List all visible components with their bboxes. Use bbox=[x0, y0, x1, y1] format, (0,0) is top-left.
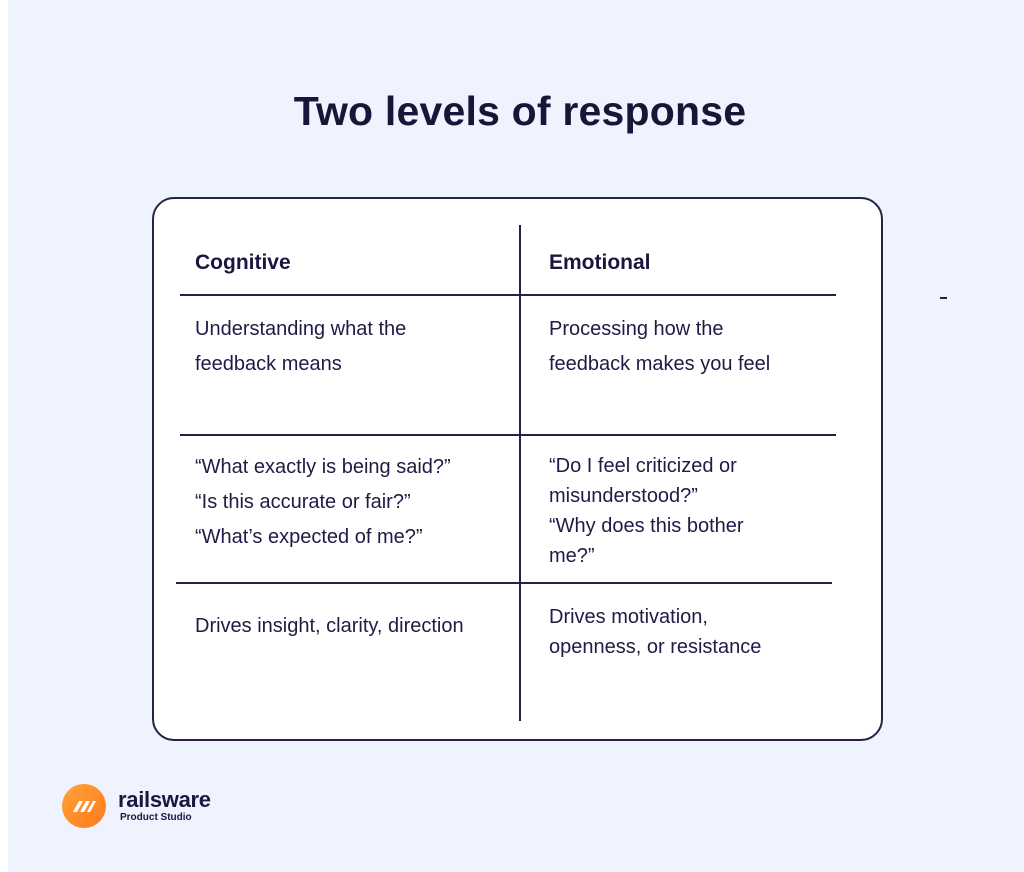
row-divider bbox=[180, 434, 836, 436]
cell-cognitive-row2: “What exactly is being said?” “Is this a… bbox=[195, 450, 451, 555]
cell-line: “What exactly is being said?” bbox=[195, 456, 451, 478]
cell-line: Drives insight, clarity, direction bbox=[195, 615, 464, 637]
cell-line: feedback means bbox=[195, 353, 342, 375]
cell-cognitive-row1: Understanding what the feedback means bbox=[195, 312, 406, 382]
cell-cognitive-row3: Drives insight, clarity, direction bbox=[195, 609, 464, 644]
header-emotional: Emotional bbox=[549, 251, 651, 274]
logo-mark-icon bbox=[73, 801, 96, 812]
cell-line: openness, or resistance bbox=[549, 636, 762, 658]
cell-line: me?” bbox=[549, 545, 595, 567]
row-divider bbox=[180, 294, 836, 296]
cell-line: “Do I feel criticized or bbox=[549, 455, 737, 477]
header-cognitive: Cognitive bbox=[195, 251, 291, 274]
cell-line: “Why does this bother bbox=[549, 515, 744, 537]
railsware-logo-icon bbox=[62, 784, 106, 828]
row-divider bbox=[176, 582, 832, 584]
cell-emotional-row2: “Do I feel criticized or misunderstood?”… bbox=[549, 451, 744, 571]
cell-line: Drives motivation, bbox=[549, 606, 708, 628]
brand-name: railsware bbox=[118, 787, 211, 812]
cell-line: Understanding what the bbox=[195, 318, 407, 340]
cell-line: feedback makes you feel bbox=[549, 353, 771, 375]
column-divider bbox=[519, 225, 521, 721]
cell-line: “Is this accurate or fair?” bbox=[195, 491, 411, 513]
cell-line: Processing how the bbox=[549, 318, 724, 340]
comparison-table: Cognitive Emotional Understanding what t… bbox=[152, 197, 883, 741]
cell-emotional-row1: Processing how the feedback makes you fe… bbox=[549, 312, 770, 382]
brand-tagline: Product Studio bbox=[120, 812, 192, 823]
cell-line: misunderstood?” bbox=[549, 485, 698, 507]
cell-line: “What’s expected of me?” bbox=[195, 526, 423, 548]
page-title: Two levels of response bbox=[293, 88, 747, 134]
decorative-dash bbox=[940, 297, 947, 299]
cell-emotional-row3: Drives motivation, openness, or resistan… bbox=[549, 602, 761, 662]
